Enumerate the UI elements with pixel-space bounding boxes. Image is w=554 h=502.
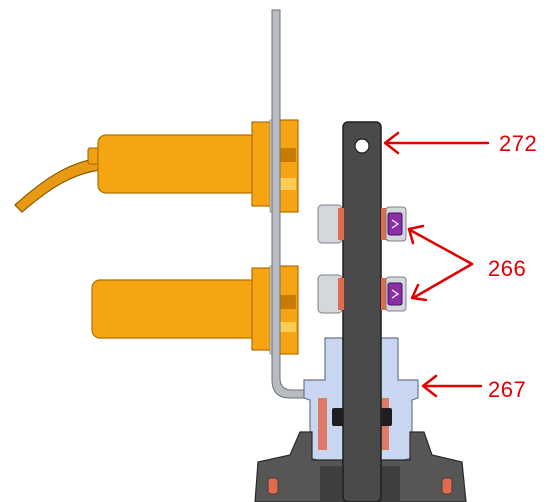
- arrow-267: [421, 374, 483, 398]
- callout-label-272: 272: [499, 131, 538, 156]
- nut-lower-left: [317, 274, 344, 314]
- lower-connector: [91, 265, 299, 355]
- fastener-266-lower: [381, 276, 407, 312]
- cable: [14, 157, 101, 213]
- strap-272: [342, 121, 382, 502]
- nut-upper-left: [317, 204, 344, 244]
- callout-label-267: 267: [488, 377, 527, 402]
- strap-hole: [354, 138, 370, 154]
- arrow-266-lower: [410, 262, 474, 302]
- fastener-266-upper: [381, 206, 407, 242]
- callout-label-266: 266: [488, 256, 527, 281]
- upper-connector: [87, 119, 299, 213]
- arrow-266-upper: [407, 224, 474, 266]
- arrow-272: [383, 131, 490, 155]
